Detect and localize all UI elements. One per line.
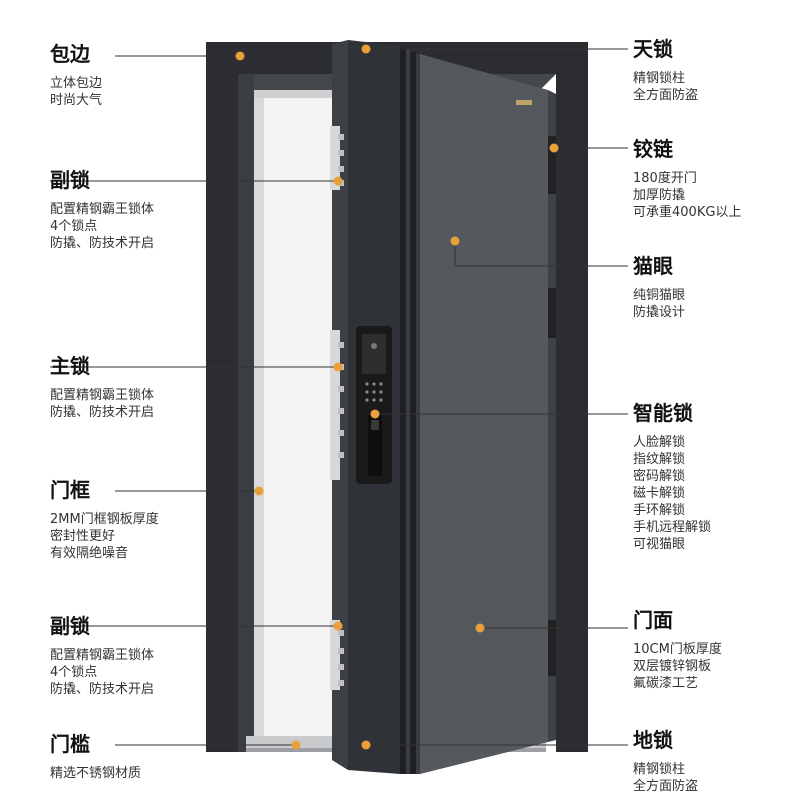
marker-edge-wrap xyxy=(235,51,245,61)
callout-line: 密封性更好 xyxy=(50,529,116,544)
callout-line: 防撬、防技术开启 xyxy=(50,682,155,697)
callout-title: 门槛 xyxy=(50,732,90,756)
lock-bolts xyxy=(338,134,344,686)
callout-line: 精选不锈钢材质 xyxy=(50,766,142,781)
marker-door-face xyxy=(475,623,485,633)
callout-title: 副锁 xyxy=(50,168,90,192)
callout-line: 4个锁点 xyxy=(50,665,98,680)
callout-line: 加厚防撬 xyxy=(633,188,686,203)
callout-line: 可视猫眼 xyxy=(633,537,686,552)
marker-dots xyxy=(235,44,559,750)
callout-line: 手环解锁 xyxy=(633,503,686,518)
callout-threshold: 门槛 精选不锈钢材质 xyxy=(50,731,250,782)
door-groove-1 xyxy=(400,48,406,774)
callout-line: 防撬设计 xyxy=(633,305,686,320)
callout-line: 精钢锁柱 xyxy=(633,762,686,777)
callout-line: 配置精钢霸王锁体 xyxy=(50,202,155,217)
smart-lock-keypad xyxy=(365,382,383,402)
callout-line: 可承重400KG以上 xyxy=(633,205,742,220)
callout-title: 包边 xyxy=(50,42,90,66)
callout-title: 智能锁 xyxy=(633,401,693,425)
callout-aux-lock-bottom: 副锁 配置精钢霸王锁体 4个锁点 防撬、防技术开启 xyxy=(50,613,250,698)
door-opening xyxy=(254,90,332,736)
callout-hinge: 铰链 180度开门 加厚防撬 可承重400KG以上 xyxy=(633,136,793,221)
leader-lines xyxy=(50,48,628,746)
callout-door-face: 门面 10CM门板厚度 双层镀锌钢板 氟碳漆工艺 xyxy=(633,607,793,692)
panel-hinge-edge xyxy=(548,90,556,742)
aux-lock-bottom-strip xyxy=(330,620,340,690)
door-groove-2 xyxy=(406,50,410,774)
callout-line: 2MM门框钢板厚度 xyxy=(50,512,159,527)
callout-floor-lock: 地锁 精钢锁柱 全方面防盗 xyxy=(633,727,793,795)
callout-line: 防撬、防技术开启 xyxy=(50,236,155,251)
callout-aux-lock-top: 副锁 配置精钢霸王锁体 4个锁点 防撬、防技术开启 xyxy=(50,167,250,252)
callout-line: 氟碳漆工艺 xyxy=(633,676,699,691)
callout-line: 手机远程解锁 xyxy=(633,520,712,535)
callout-title: 门面 xyxy=(633,608,673,632)
callout-smart-lock: 智能锁 人脸解锁 指纹解锁 密码解锁 磁卡解锁 手环解锁 手机远程解锁 可视猫眼 xyxy=(633,400,793,553)
smart-lock-fingerprint xyxy=(371,420,379,430)
marker-hinge xyxy=(549,143,559,153)
callout-title: 主锁 xyxy=(50,354,90,378)
marker-threshold xyxy=(291,740,301,750)
callout-line: 磁卡解锁 xyxy=(633,486,686,501)
callout-title: 副锁 xyxy=(50,614,90,638)
hinge-bottom xyxy=(548,620,556,676)
callout-line: 防撬、防技术开启 xyxy=(50,405,155,420)
marker-smart-lock xyxy=(370,409,380,419)
callout-line: 4个锁点 xyxy=(50,219,98,234)
callout-line: 全方面防盗 xyxy=(633,88,699,103)
brand-plate xyxy=(516,100,532,105)
callout-line: 配置精钢霸王锁体 xyxy=(50,388,155,403)
callout-line: 有效隔绝噪音 xyxy=(50,546,129,561)
smart-lock-handle xyxy=(368,414,382,476)
callout-line: 密码解锁 xyxy=(633,469,686,484)
door-groove-3 xyxy=(410,52,416,774)
frame-left-inner xyxy=(238,74,254,752)
marker-door-frame xyxy=(254,486,264,496)
callout-title: 天锁 xyxy=(633,37,673,61)
smart-lock-screen xyxy=(362,334,386,374)
callout-line: 全方面防盗 xyxy=(633,779,699,794)
smart-lock-camera xyxy=(371,343,377,349)
callout-line: 纯铜猫眼 xyxy=(633,288,686,303)
callout-line: 时尚大气 xyxy=(50,93,103,108)
marker-aux-lock-bottom xyxy=(333,621,343,631)
callout-peephole: 猫眼 纯铜猫眼 防撬设计 xyxy=(633,253,793,321)
callout-line: 指纹解锁 xyxy=(633,452,686,467)
callout-line: 配置精钢霸王锁体 xyxy=(50,648,155,663)
jamb-left xyxy=(254,90,264,736)
callout-title: 地锁 xyxy=(633,728,673,752)
marker-peephole xyxy=(450,236,460,246)
callout-line: 精钢锁柱 xyxy=(633,71,686,86)
hinge-middle xyxy=(548,288,556,338)
callout-top-lock: 天锁 精钢锁柱 全方面防盗 xyxy=(633,36,793,104)
marker-main-lock xyxy=(333,362,343,372)
marker-top-lock xyxy=(361,44,371,54)
aux-lock-top-strip xyxy=(330,126,340,190)
callout-line: 立体包边 xyxy=(50,76,103,91)
marker-floor-lock xyxy=(361,740,371,750)
main-lock-strip xyxy=(330,330,340,480)
callout-line: 双层镀锌钢板 xyxy=(633,659,712,674)
callout-title: 铰链 xyxy=(633,137,673,161)
callout-line: 10CM门板厚度 xyxy=(633,642,722,657)
callout-main-lock: 主锁 配置精钢霸王锁体 防撬、防技术开启 xyxy=(50,353,250,421)
callout-door-frame: 门框 2MM门框钢板厚度 密封性更好 有效隔绝噪音 xyxy=(50,477,250,562)
callout-title: 门框 xyxy=(50,478,90,502)
callout-line: 180度开门 xyxy=(633,171,697,186)
hinge-top xyxy=(548,136,556,194)
callout-edge-wrap: 包边 立体包边 时尚大气 xyxy=(50,41,250,109)
callout-line: 人脸解锁 xyxy=(633,435,686,450)
marker-aux-lock-top xyxy=(333,176,343,186)
jamb-top xyxy=(254,90,332,98)
callout-title: 猫眼 xyxy=(633,254,673,278)
